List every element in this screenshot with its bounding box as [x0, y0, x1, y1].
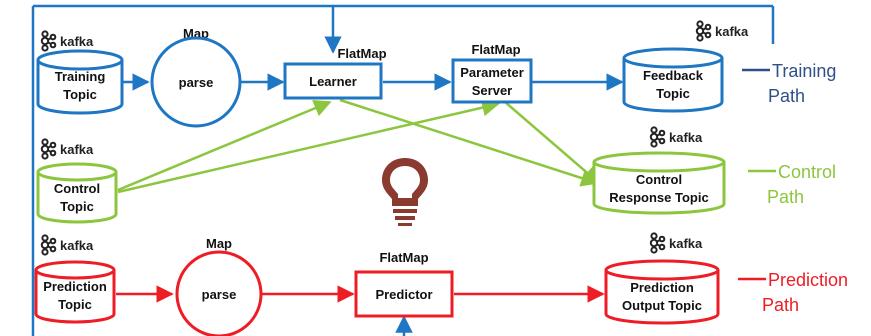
svg-text:kafka: kafka	[715, 24, 749, 39]
kafka-logo-feedback: kafka	[695, 20, 749, 42]
kafka-logo-prediction-output: kafka	[649, 232, 703, 254]
svg-text:Predictor: Predictor	[375, 287, 432, 302]
svg-text:Learner: Learner	[309, 74, 357, 89]
svg-text:parse: parse	[202, 287, 237, 302]
svg-text:Prediction: Prediction	[43, 279, 107, 294]
prediction-topic-cylinder[interactable]: Prediction Topic	[34, 260, 116, 324]
svg-text:Path: Path	[762, 295, 799, 315]
svg-text:Path: Path	[768, 86, 805, 106]
legend-control: Control Path	[748, 162, 836, 207]
legend-prediction: Prediction Path	[738, 270, 848, 315]
svg-text:parse: parse	[179, 75, 214, 90]
predictor-node[interactable]: Predictor	[354, 270, 454, 318]
control-response-topic-cylinder[interactable]: Control Response Topic	[592, 151, 726, 215]
ps-op-label: FlatMap	[471, 42, 520, 57]
svg-text:Training: Training	[772, 61, 836, 81]
svg-text:Prediction: Prediction	[768, 270, 848, 290]
control-topic-cylinder[interactable]: Control Topic	[36, 162, 118, 224]
svg-text:Path: Path	[767, 187, 804, 207]
svg-text:Output Topic: Output Topic	[622, 298, 702, 313]
kafka-logo-control: kafka	[40, 138, 94, 160]
kafka-logo-prediction: kafka	[40, 234, 94, 256]
training-parse-node[interactable]: parse	[150, 36, 242, 128]
svg-text:Topic: Topic	[60, 199, 94, 214]
svg-text:Control: Control	[636, 172, 682, 187]
svg-text:Server: Server	[472, 83, 512, 98]
svg-text:Parameter: Parameter	[460, 65, 524, 80]
feedback-topic-cylinder[interactable]: Feedback Topic	[622, 47, 724, 113]
svg-text:Topic: Topic	[656, 86, 690, 101]
svg-text:Control: Control	[54, 181, 100, 196]
svg-text:Prediction: Prediction	[630, 280, 694, 295]
training-topic-cylinder[interactable]: Training Topic	[36, 49, 124, 115]
svg-text:kafka: kafka	[669, 130, 703, 145]
kafka-logo-control-response: kafka	[649, 126, 703, 148]
svg-text:Topic: Topic	[58, 297, 92, 312]
svg-text:kafka: kafka	[60, 142, 94, 157]
prediction-output-topic-cylinder[interactable]: Prediction Output Topic	[604, 259, 720, 325]
learner-op-label: FlatMap	[337, 46, 386, 61]
legend-training: Training Path	[742, 61, 836, 106]
control-edges	[117, 98, 601, 194]
svg-text:Feedback: Feedback	[643, 68, 704, 83]
svg-text:Response Topic: Response Topic	[609, 190, 708, 205]
predictor-op-label: FlatMap	[379, 250, 428, 265]
training-topic-line2: Topic	[63, 87, 97, 102]
kafka-logo-training: kafka	[40, 30, 94, 52]
svg-text:kafka: kafka	[669, 236, 703, 251]
svg-text:kafka: kafka	[60, 238, 94, 253]
lightbulb-icon	[382, 158, 428, 226]
svg-text:kafka: kafka	[60, 34, 94, 49]
svg-text:Control: Control	[778, 162, 836, 182]
prediction-map-label: Map	[206, 236, 232, 251]
feedback-frame	[31, 4, 775, 336]
parameter-server-node[interactable]: Parameter Server	[451, 58, 533, 104]
learner-node[interactable]: Learner	[283, 62, 383, 100]
training-topic-line1: Training	[55, 69, 106, 84]
prediction-parse-node[interactable]: parse	[175, 250, 263, 336]
